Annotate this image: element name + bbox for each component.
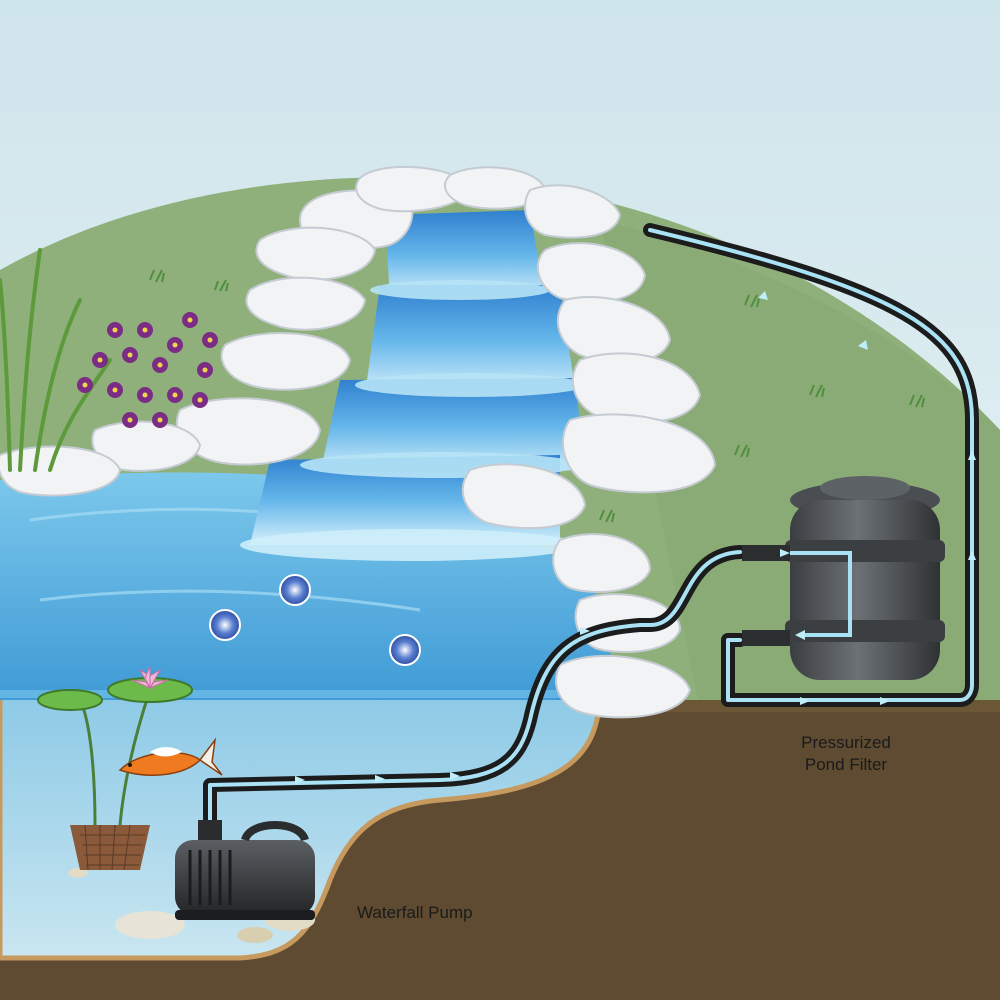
filter-icon: [742, 476, 945, 680]
grass-tufts: [149, 269, 925, 523]
flower-icon: [77, 312, 218, 428]
flow-arrow-icon: [295, 291, 976, 784]
koi-fish-icon: [118, 737, 223, 776]
pond-edge-line: [0, 690, 600, 698]
pond-filter-label-line2: Pond Filter: [804, 755, 888, 774]
flow-lines: [208, 228, 974, 827]
reeds: [0, 248, 112, 472]
waterfall-icon: [240, 210, 585, 561]
pebbles: [68, 868, 315, 943]
pump-icon: [175, 820, 315, 920]
waterfall-pump-label: Waterfall Pump: [357, 903, 473, 922]
bio-ball-icon: [209, 574, 421, 666]
pond-filter-label-line1: Pressurized: [801, 733, 891, 752]
lily-pad-icon: [37, 665, 193, 711]
pond-filter-label: Pressurized Pond Filter: [766, 732, 926, 776]
